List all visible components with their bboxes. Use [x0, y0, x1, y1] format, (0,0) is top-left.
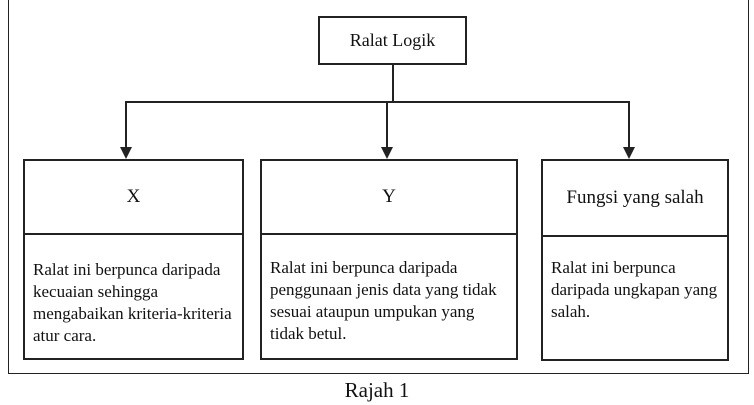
arrow-y-icon	[381, 147, 393, 159]
card-y: Y Ralat ini berpunca daripada penggunaan…	[260, 159, 518, 360]
arrow-fungsi-icon	[623, 147, 635, 159]
root-connector	[392, 65, 394, 102]
card-y-title: Y	[262, 161, 516, 235]
card-x-title: X	[25, 161, 242, 235]
figure-caption: Rajah 1	[344, 378, 410, 402]
card-y-description: Ralat ini berpunca daripada penggunaan j…	[270, 258, 497, 343]
card-x: X Ralat ini berpunca daripada kecuaian s…	[23, 159, 244, 360]
connector-y	[386, 101, 388, 149]
connector-x	[125, 101, 127, 149]
arrow-x-icon	[120, 147, 132, 159]
card-fungsi-title: Fungsi yang salah	[543, 161, 727, 237]
connector-fungsi	[628, 101, 630, 149]
card-fungsi-description: Ralat ini berpunca daripada ungkapan yan…	[551, 258, 718, 321]
card-fungsi-yang-salah: Fungsi yang salah Ralat ini berpunca dar…	[541, 159, 729, 361]
diagram-frame	[8, 0, 749, 374]
root-node: Ralat Logik	[318, 16, 467, 65]
branch-connector	[125, 101, 630, 103]
card-x-description: Ralat ini berpunca daripada kecuaian seh…	[33, 260, 232, 345]
root-node-label: Ralat Logik	[349, 30, 436, 50]
